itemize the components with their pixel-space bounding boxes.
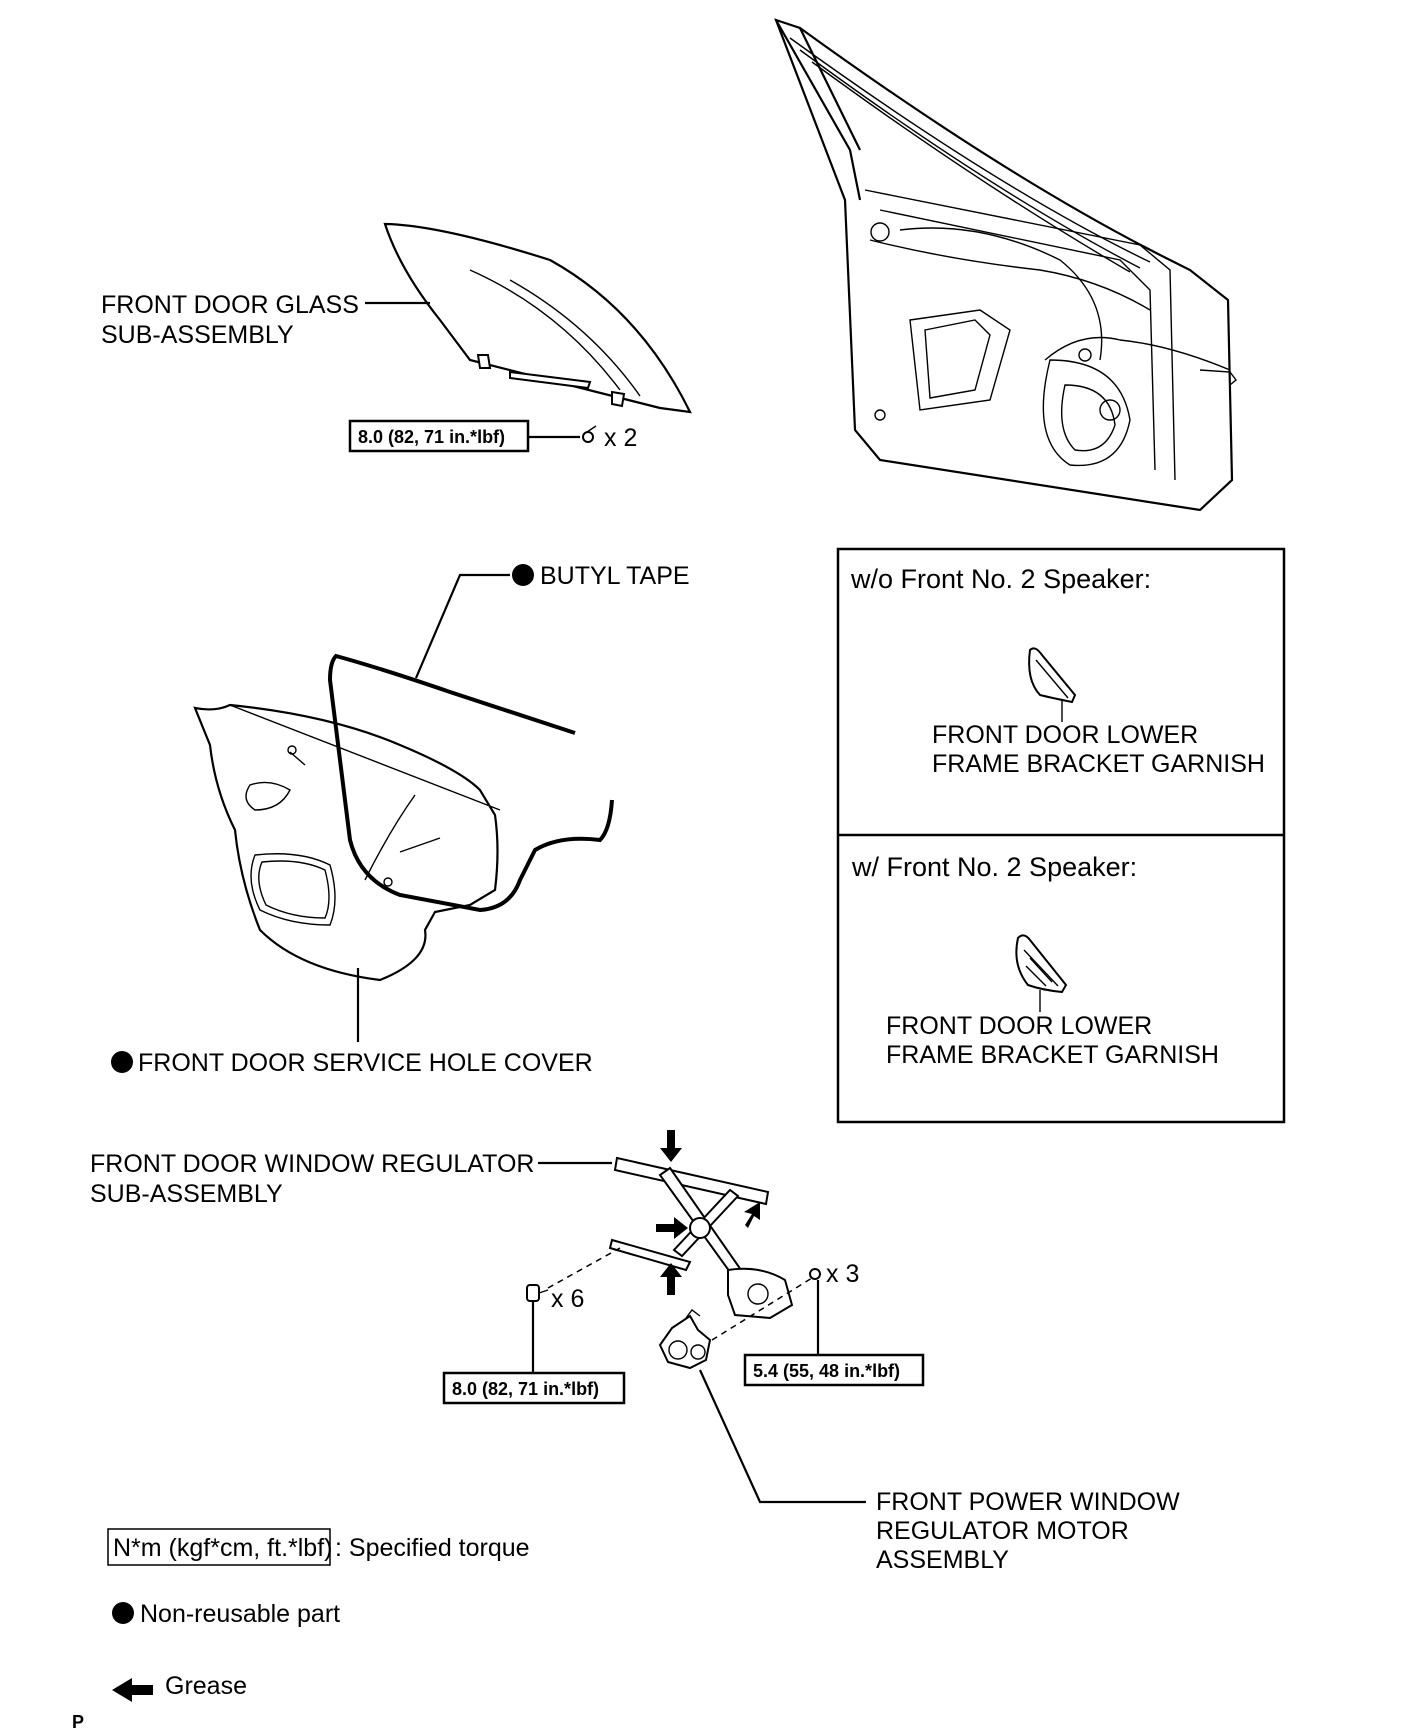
legend-torque-box <box>107 1528 331 1566</box>
regulator-bolt-icon <box>526 1284 549 1302</box>
motor-torque-box <box>743 1353 925 1387</box>
regulator-label-line1: FRONT DOOR WINDOW REGULATOR <box>90 1150 534 1178</box>
motor-label-line3: ASSEMBLY <box>876 1546 1009 1574</box>
motor-bolt-dashed-line <box>711 1277 813 1341</box>
motor-leader-line <box>698 1369 866 1504</box>
butyl-leader-line <box>414 573 510 679</box>
garnish-with-speaker <box>1015 934 1068 1012</box>
front-door-panel <box>774 18 1237 512</box>
motor-torque-value: 5.4 (55, 48 in.*lbf) <box>753 1361 900 1381</box>
without-speaker-part-line1: FRONT DOOR LOWER <box>932 721 1198 749</box>
glass-torque-box <box>348 419 530 453</box>
motor-bolt-quantity: x 3 <box>826 1260 859 1288</box>
service-cover-label: FRONT DOOR SERVICE HOLE COVER <box>138 1049 593 1077</box>
motor-label-line2: REGULATOR MOTOR <box>876 1517 1129 1545</box>
regulator-bolt-dashed-line <box>547 1247 621 1289</box>
legend-torque-unit: N*m (kgf*cm, ft.*lbf) <box>113 1534 332 1562</box>
legend: N*m (kgf*cm, ft.*lbf) : Specified torque… <box>107 1528 530 1702</box>
glass-label-line1: FRONT DOOR GLASS <box>101 291 359 319</box>
without-speaker-part-line2: FRAME BRACKET GARNISH <box>932 750 1265 778</box>
garnish-without-speaker <box>1028 647 1077 722</box>
butyl-tape-label: BUTYL TAPE <box>540 562 690 590</box>
regulator-torque-value: 8.0 (82, 71 in.*lbf) <box>452 1379 599 1399</box>
service-hole-cover <box>193 703 501 982</box>
with-speaker-part-line2: FRAME BRACKET GARNISH <box>886 1041 1219 1069</box>
garnish-variant-box <box>836 547 1286 1124</box>
glass-bolt-icon <box>582 425 597 443</box>
without-speaker-title: w/o Front No. 2 Speaker: <box>850 564 1151 594</box>
motor-bolt-icon <box>809 1268 821 1280</box>
legend-non-reusable: Non-reusable part <box>140 1600 340 1628</box>
non-reusable-icon <box>512 564 534 586</box>
with-speaker-title: w/ Front No. 2 Speaker: <box>851 852 1137 882</box>
glass-label-line2: SUB-ASSEMBLY <box>101 321 294 349</box>
legend-grease: Grease <box>165 1672 247 1700</box>
motor-label-line1: FRONT POWER WINDOW <box>876 1488 1180 1516</box>
glass-torque-value: 8.0 (82, 71 in.*lbf) <box>358 427 505 447</box>
glass-bolt-quantity: x 2 <box>604 424 637 452</box>
with-speaker-part-line1: FRONT DOOR LOWER <box>886 1012 1152 1040</box>
butyl-tape <box>327 653 614 913</box>
regulator-torque-box <box>442 1371 626 1405</box>
regulator-bolt-quantity: x 6 <box>551 1285 584 1313</box>
non-reusable-icon <box>111 1051 133 1073</box>
grease-arrow-icon <box>112 1678 153 1702</box>
front-door-glass <box>383 222 692 414</box>
window-regulator-motor <box>658 1309 712 1370</box>
non-reusable-icon <box>112 1602 134 1624</box>
window-regulator <box>608 1156 794 1320</box>
footer-code: P <box>72 1712 84 1732</box>
regulator-label-line2: SUB-ASSEMBLY <box>90 1180 283 1208</box>
legend-torque-text: : Specified torque <box>335 1534 530 1562</box>
grease-arrow-icon <box>656 1130 760 1295</box>
